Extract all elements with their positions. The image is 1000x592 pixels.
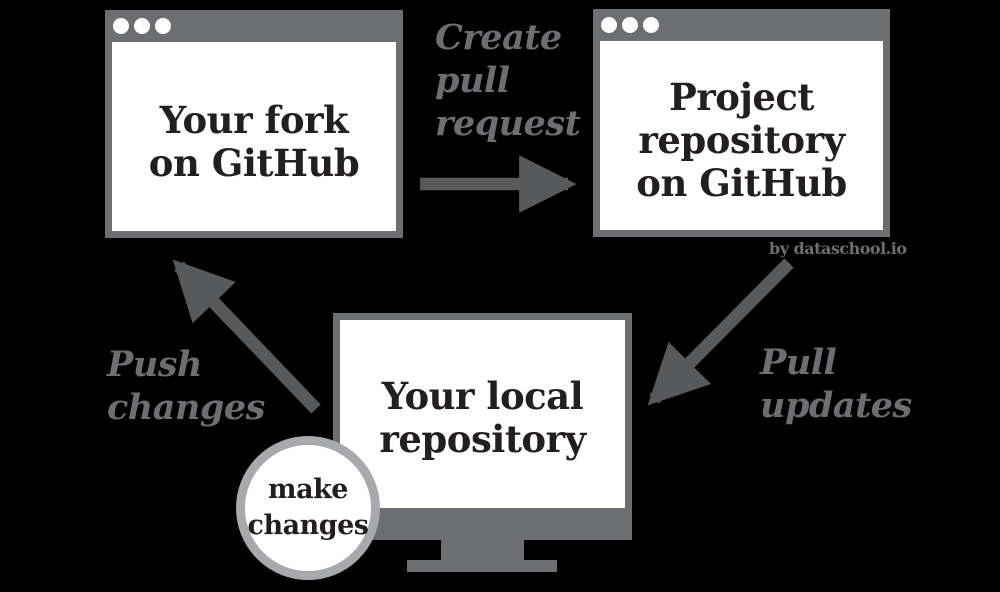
monitor-title-line2: repository — [379, 417, 586, 461]
push-label-line1: Push — [107, 344, 202, 385]
project-window-content: Project repository on GitHub — [600, 41, 883, 230]
window-dot-icon — [155, 18, 171, 34]
credit-text: by dataschool.io — [769, 239, 907, 258]
monitor-screen: Your local repository — [340, 320, 625, 508]
monitor-title: Your local repository — [379, 374, 586, 461]
window-dot-icon — [643, 17, 659, 33]
push-changes-arrow — [172, 259, 321, 414]
pull-updates-label: Pull updates — [760, 341, 912, 427]
make-changes-line2: changes — [247, 510, 369, 541]
monitor-stand-base — [407, 560, 557, 572]
monitor-title-line1: Your local — [381, 374, 584, 418]
fork-window-titlebar — [105, 10, 403, 42]
make-changes-line1: make — [268, 474, 348, 505]
project-window-titlebar — [593, 9, 890, 41]
pull-updates-arrow — [647, 258, 794, 406]
pull-label-line1: Pull — [760, 342, 837, 383]
fork-title-line1: Your fork — [159, 97, 349, 142]
window-dot-icon — [134, 18, 150, 34]
project-browser-window: Project repository on GitHub — [593, 9, 890, 237]
window-dot-icon — [622, 17, 638, 33]
make-changes-circle: make changes — [236, 436, 380, 580]
window-dot-icon — [601, 17, 617, 33]
fork-window-title: Your fork on GitHub — [148, 97, 360, 185]
create-pull-request-label: Create pull request — [435, 16, 581, 145]
push-changes-label: Push changes — [107, 343, 265, 429]
fork-title-line2: on GitHub — [148, 140, 360, 185]
create-label-line2: pull — [435, 60, 510, 101]
project-title-line2: repository — [638, 118, 845, 162]
fork-browser-window: Your fork on GitHub — [105, 10, 403, 238]
monitor-stand-neck — [441, 540, 524, 560]
project-window-title: Project repository on GitHub — [636, 75, 847, 205]
project-title-line1: Project — [668, 75, 815, 119]
fork-window-content: Your fork on GitHub — [112, 42, 396, 231]
make-changes-text: make changes — [248, 472, 369, 544]
push-label-line2: changes — [107, 387, 265, 428]
project-title-line3: on GitHub — [636, 161, 847, 205]
window-dot-icon — [113, 18, 129, 34]
local-repository-monitor: Your local repository — [333, 313, 632, 540]
create-label-line1: Create — [435, 17, 562, 58]
pull-label-line2: updates — [760, 385, 912, 426]
create-label-line3: request — [435, 103, 581, 144]
